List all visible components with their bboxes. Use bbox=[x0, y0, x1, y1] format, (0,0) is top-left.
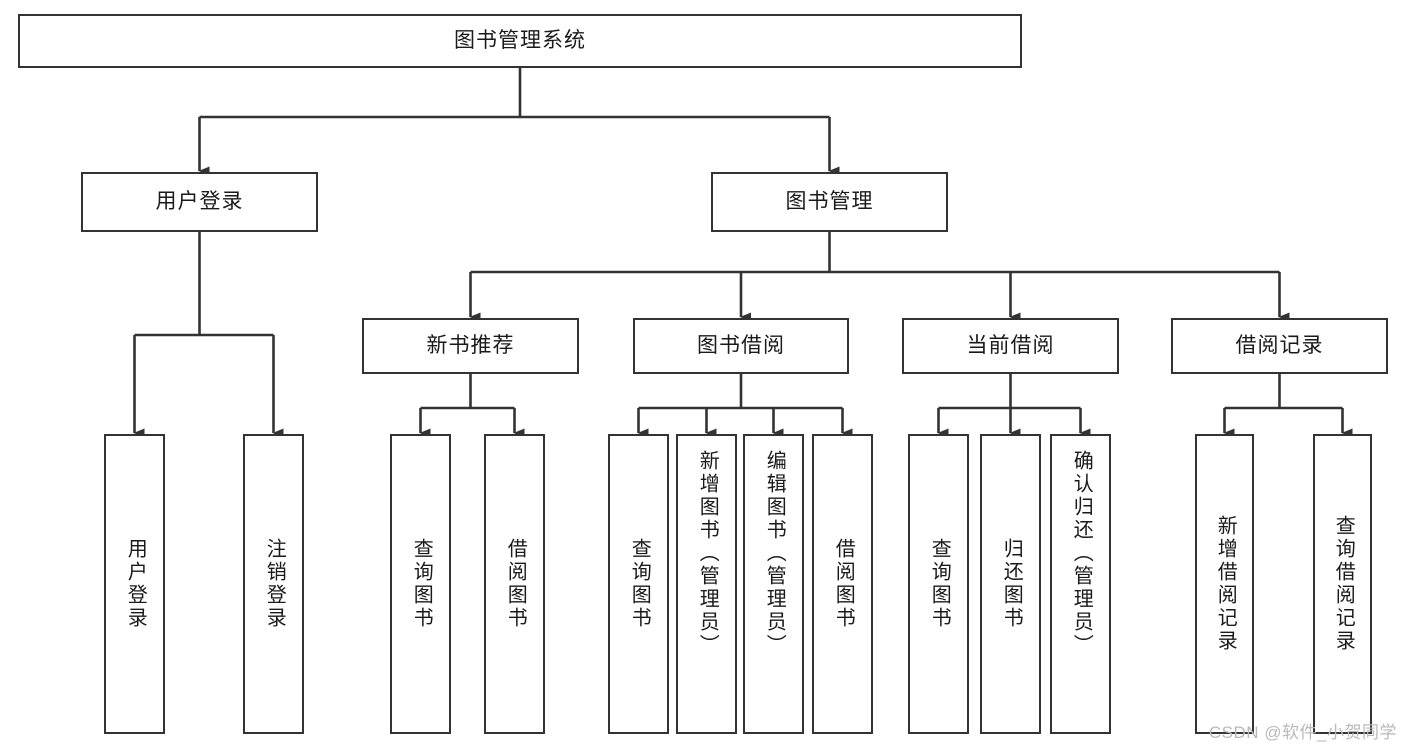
node-leaf-add-record[interactable]: 新增借阅记录 bbox=[1195, 434, 1254, 734]
node-label: 查询图书 bbox=[628, 538, 651, 630]
node-label: 新书推荐 bbox=[426, 333, 515, 357]
node-borrow-record[interactable]: 借阅记录 bbox=[1171, 318, 1388, 374]
node-label: 借阅图书 bbox=[832, 538, 855, 630]
node-leaf-return-book[interactable]: 归还图书 bbox=[980, 434, 1041, 734]
node-label: 注销登录 bbox=[263, 538, 286, 630]
node-label: 图书管理 bbox=[785, 189, 874, 213]
node-label: 查询图书 bbox=[928, 538, 951, 630]
watermark-text: CSDN @软件_小贺同学 bbox=[1208, 723, 1397, 742]
node-root[interactable]: 图书管理系统 bbox=[18, 14, 1022, 68]
node-label: 图书管理系统 bbox=[454, 28, 586, 52]
node-leaf-query-record[interactable]: 查询借阅记录 bbox=[1313, 434, 1372, 734]
node-book-borrow[interactable]: 图书借阅 bbox=[633, 318, 849, 374]
node-label: 当前借阅 bbox=[966, 333, 1055, 357]
node-book-manage[interactable]: 图书管理 bbox=[711, 172, 948, 232]
node-leaf-query-book-cur[interactable]: 查询图书 bbox=[908, 434, 969, 734]
node-label: 借阅记录 bbox=[1235, 333, 1324, 357]
node-new-book-rec[interactable]: 新书推荐 bbox=[362, 318, 579, 374]
node-label: 编辑图书（管理员） bbox=[763, 450, 786, 657]
node-label: 查询借阅记录 bbox=[1332, 515, 1355, 653]
node-leaf-borrow-book[interactable]: 借阅图书 bbox=[812, 434, 873, 734]
node-label: 图书借阅 bbox=[697, 333, 785, 357]
node-leaf-user-login[interactable]: 用户登录 bbox=[104, 434, 165, 734]
node-leaf-borrow-book-rec[interactable]: 借阅图书 bbox=[484, 434, 545, 734]
node-label: 用户登录 bbox=[124, 538, 147, 630]
node-label: 查询图书 bbox=[410, 538, 433, 630]
node-current-borrow[interactable]: 当前借阅 bbox=[902, 318, 1119, 374]
node-leaf-edit-book[interactable]: 编辑图书（管理员） bbox=[743, 434, 804, 734]
node-leaf-query-book-borrow[interactable]: 查询图书 bbox=[608, 434, 669, 734]
node-leaf-add-book[interactable]: 新增图书（管理员） bbox=[676, 434, 737, 734]
node-label: 归还图书 bbox=[1000, 538, 1023, 630]
node-label: 新增借阅记录 bbox=[1214, 515, 1237, 653]
node-label: 新增图书（管理员） bbox=[696, 450, 719, 657]
node-user-login[interactable]: 用户登录 bbox=[81, 172, 318, 232]
node-leaf-confirm-return[interactable]: 确认归还（管理员） bbox=[1050, 434, 1111, 734]
node-label: 借阅图书 bbox=[504, 538, 527, 630]
node-label: 用户登录 bbox=[155, 189, 244, 213]
node-label: 确认归还（管理员） bbox=[1070, 450, 1093, 657]
node-leaf-logout[interactable]: 注销登录 bbox=[243, 434, 304, 734]
node-leaf-query-book-rec[interactable]: 查询图书 bbox=[390, 434, 451, 734]
